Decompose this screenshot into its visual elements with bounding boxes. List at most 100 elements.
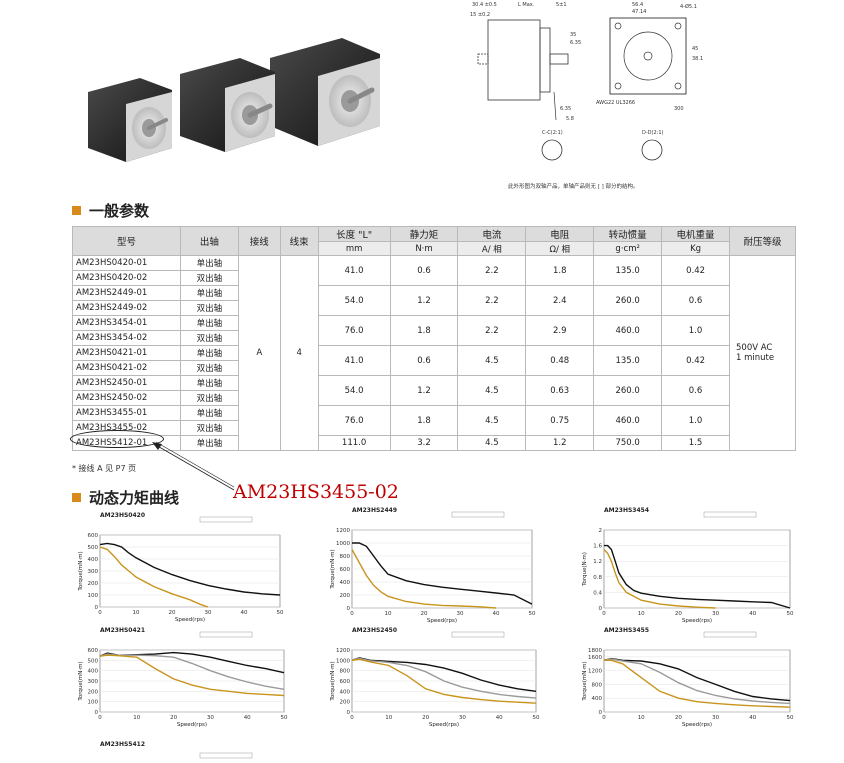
legend-box bbox=[703, 511, 757, 518]
y-axis-label: Torque(mN·m) bbox=[330, 549, 336, 589]
weight-cell: 1.5 bbox=[661, 435, 730, 451]
shaft-cell: 双出轴 bbox=[179, 330, 239, 346]
legend-box bbox=[199, 631, 253, 638]
torque-cell: 1.8 bbox=[389, 315, 459, 346]
x-axis-label: Speed(rps) bbox=[427, 618, 457, 624]
shaft-cell: 单出轴 bbox=[179, 375, 239, 391]
x-tick-label: 30 bbox=[712, 611, 719, 617]
x-tick-label: 50 bbox=[787, 611, 794, 617]
weight-cell: 0.42 bbox=[661, 255, 730, 286]
dim-label: 300 bbox=[674, 106, 684, 112]
y-tick-label: 200 bbox=[88, 581, 99, 587]
side-view-flange bbox=[539, 27, 551, 93]
side-view-body bbox=[487, 19, 541, 101]
model-cell: AM23HS3454-01 bbox=[72, 315, 181, 331]
torque-cell: 1.2 bbox=[389, 375, 459, 406]
current-cell: 2.2 bbox=[457, 285, 527, 316]
front-view bbox=[609, 17, 687, 95]
mount-hole-icon bbox=[614, 82, 622, 90]
unit-cell: Ω/ 相 bbox=[525, 241, 595, 256]
square-bullet-icon bbox=[72, 493, 81, 502]
weight-cell: 0.6 bbox=[661, 375, 730, 406]
section-d-circle bbox=[641, 139, 663, 161]
resistance-cell: 2.9 bbox=[525, 315, 595, 346]
legend-box bbox=[451, 511, 505, 518]
x-tick-label: 30 bbox=[207, 715, 214, 721]
chart-title: AM23HS3454 bbox=[604, 507, 649, 514]
torque-cell: 1.8 bbox=[389, 405, 459, 436]
y-tick-label: 0.8 bbox=[593, 575, 602, 581]
table-footnote: * 接线 A 见 P7 页 bbox=[72, 464, 137, 473]
y-tick-label: 1800 bbox=[588, 648, 602, 654]
y-axis-label: Torque(N·m) bbox=[582, 552, 588, 587]
shaft-cell: 双出轴 bbox=[179, 390, 239, 406]
x-tick-label: 0 bbox=[98, 610, 102, 616]
inertia-cell: 260.0 bbox=[593, 375, 663, 406]
x-tick-label: 20 bbox=[170, 715, 177, 721]
chart-title: AM23HS0420 bbox=[100, 512, 145, 519]
header-shaft: 出轴 bbox=[179, 226, 239, 256]
x-tick-label: 10 bbox=[385, 715, 392, 721]
y-tick-label: 800 bbox=[340, 554, 351, 560]
y-tick-label: 500 bbox=[88, 545, 99, 551]
y-tick-label: 100 bbox=[88, 700, 99, 706]
weight-cell: 1.0 bbox=[661, 405, 730, 436]
length-cell: 54.0 bbox=[317, 285, 391, 316]
x-tick-label: 50 bbox=[529, 611, 536, 617]
y-tick-label: 400 bbox=[340, 580, 351, 586]
x-tick-label: 50 bbox=[787, 715, 794, 721]
x-tick-label: 0 bbox=[350, 611, 354, 617]
y-tick-label: 0 bbox=[599, 710, 603, 716]
model-cell: AM23HS2450-01 bbox=[72, 375, 181, 391]
shaft-cell: 双出轴 bbox=[179, 360, 239, 376]
shaft-cell: 单出轴 bbox=[179, 345, 239, 361]
x-tick-label: 20 bbox=[421, 611, 428, 617]
model-cell: AM23HS3454-02 bbox=[72, 330, 181, 346]
y-tick-label: 2 bbox=[599, 528, 603, 534]
y-tick-label: 600 bbox=[340, 567, 351, 573]
series-line bbox=[603, 658, 791, 705]
x-tick-label: 20 bbox=[422, 715, 429, 721]
series-line bbox=[604, 544, 791, 609]
inertia-cell: 260.0 bbox=[593, 285, 663, 316]
y-tick-label: 500 bbox=[88, 658, 99, 664]
resistance-cell: 1.2 bbox=[525, 435, 595, 451]
x-axis-label: Speed(rps) bbox=[682, 618, 712, 624]
y-axis-label: Torque(mN·m) bbox=[78, 661, 84, 701]
x-tick-label: 40 bbox=[241, 610, 248, 616]
dim-label: 5.8 bbox=[566, 116, 574, 122]
mount-hole-icon bbox=[674, 22, 682, 30]
inertia-cell: 460.0 bbox=[593, 405, 663, 436]
inertia-cell: 135.0 bbox=[593, 255, 663, 286]
dim-label: 4-Ø5.1 bbox=[680, 3, 697, 10]
dim-label: 5±1 bbox=[556, 2, 567, 8]
resistance-cell: 0.48 bbox=[525, 345, 595, 376]
y-tick-label: 400 bbox=[88, 557, 99, 563]
y-tick-label: 600 bbox=[88, 533, 99, 539]
header-weight: 电机重量 bbox=[661, 226, 730, 242]
x-tick-label: 10 bbox=[133, 715, 140, 721]
leads-cell: 4 bbox=[279, 255, 319, 451]
header-length: 长度 "L" bbox=[317, 226, 391, 242]
dim-label: AWG22 UL3266 bbox=[596, 100, 635, 106]
y-tick-label: 1200 bbox=[336, 648, 350, 654]
dim-label: 6.35 bbox=[560, 106, 571, 112]
series-line bbox=[351, 658, 537, 704]
callout-arrow bbox=[152, 441, 235, 491]
model-cell: AM23HS0421-02 bbox=[72, 360, 181, 376]
model-cell: AM23HS2450-02 bbox=[72, 390, 181, 406]
front-view-shaft bbox=[643, 51, 653, 61]
drawing-note: 此外形图为双轴产品，单轴产品则无 [ ] 部分的结构。 bbox=[508, 182, 639, 190]
y-tick-label: 300 bbox=[88, 679, 99, 685]
wiring-cell: A bbox=[237, 255, 281, 451]
x-tick-label: 40 bbox=[496, 715, 503, 721]
y-tick-label: 200 bbox=[340, 593, 351, 599]
y-tick-label: 400 bbox=[592, 696, 603, 702]
unit-cell: Kg bbox=[661, 241, 730, 256]
